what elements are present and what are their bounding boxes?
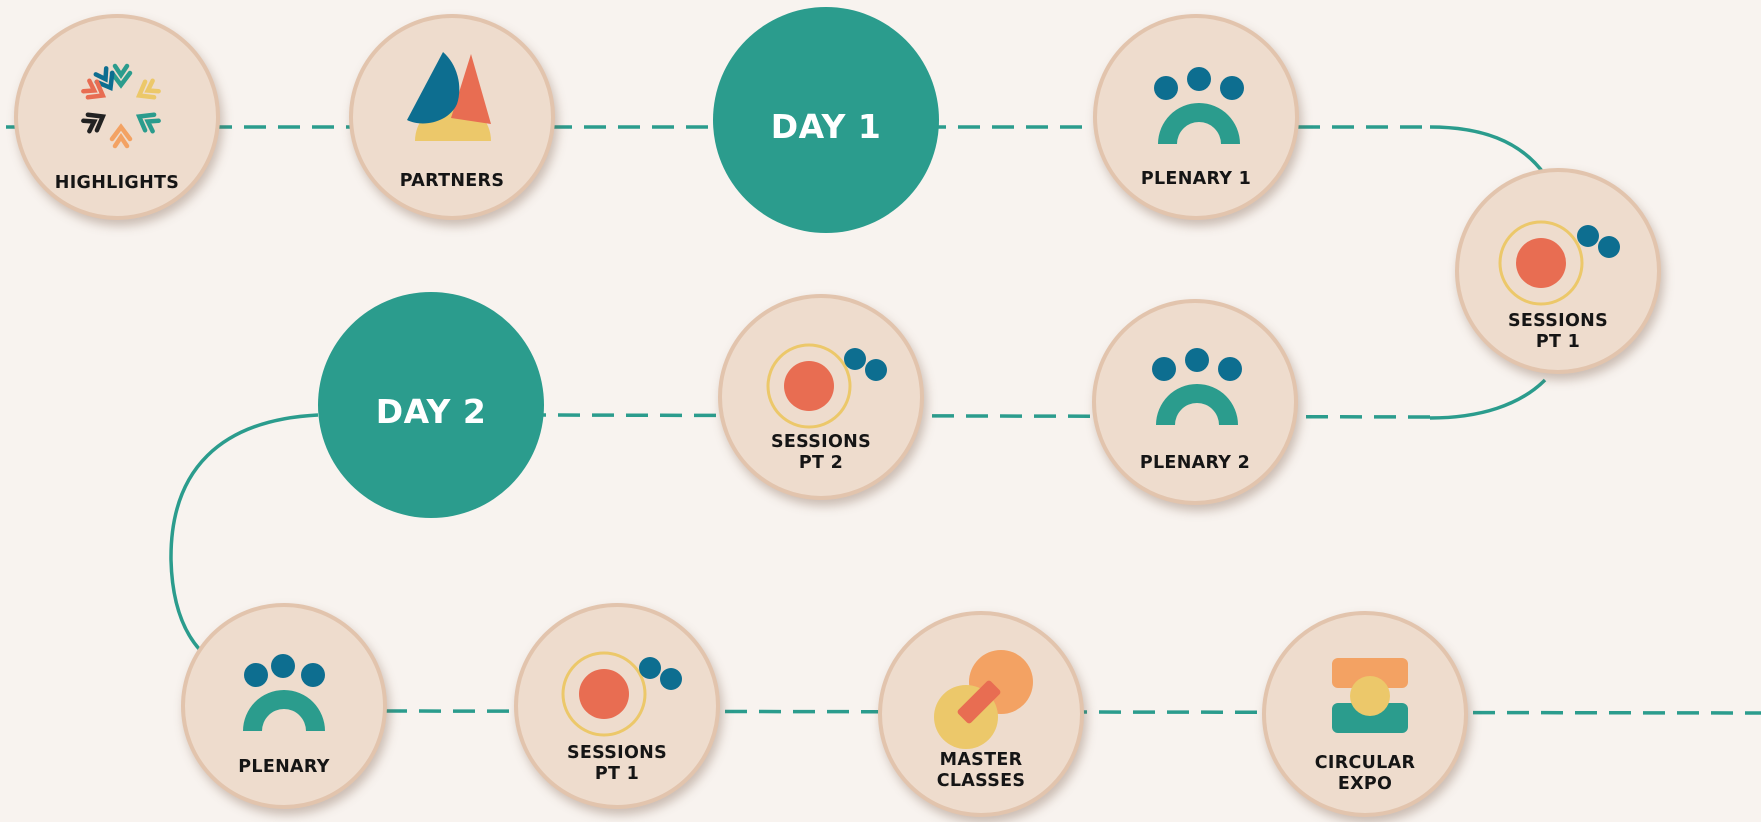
orbit-dots-icon	[1498, 220, 1620, 306]
curve-connector	[169, 413, 319, 652]
star-burst-logo-icon	[81, 63, 161, 149]
plenary-label-day2: PLENARY	[238, 757, 330, 777]
plenary-1-label: PLENARY 1	[1140, 169, 1252, 189]
master-classes-node[interactable]: MASTER CLASSES	[878, 611, 1084, 817]
partners-label: PARTNERS	[399, 171, 505, 191]
sessions-pt1-label-day1: SESSIONS PT 1	[1507, 311, 1609, 352]
master-classes-label: MASTER CLASSES	[936, 750, 1026, 791]
day-1-badge[interactable]: DAY 1	[713, 7, 939, 233]
sessions-pt1-node-day2[interactable]: SESSIONS PT 1	[514, 603, 720, 809]
highlights-label: HIGHLIGHTS	[54, 173, 180, 193]
day-2-badge[interactable]: DAY 2	[318, 292, 544, 518]
plenary-2-node[interactable]: PLENARY 2	[1092, 299, 1298, 505]
circular-expo-label: CIRCULAR EXPO	[1314, 753, 1416, 794]
plenary-node-day2[interactable]: PLENARY	[181, 603, 387, 809]
circular-expo-node[interactable]: CIRCULAR EXPO	[1262, 611, 1468, 817]
linked-circles-icon	[934, 650, 1033, 749]
sessions-pt2-label: SESSIONS PT 2	[770, 432, 872, 473]
plenary-2-label: PLENARY 2	[1139, 453, 1251, 473]
people-arch-icon	[1152, 348, 1242, 425]
curve-connector	[1429, 125, 1547, 177]
overlapping-shapes-icon	[407, 52, 491, 141]
plenary-1-node[interactable]: PLENARY 1	[1093, 14, 1299, 220]
day-2-label: DAY 2	[375, 391, 487, 431]
sessions-pt1-node-day1[interactable]: SESSIONS PT 1	[1455, 168, 1661, 374]
curve-connector	[1429, 378, 1547, 420]
stacked-blocks-icon	[1332, 658, 1408, 733]
sessions-pt1-label-day2: SESSIONS PT 1	[566, 743, 668, 784]
people-arch-icon	[1154, 67, 1244, 144]
orbit-dots-icon	[561, 651, 682, 737]
day-1-label: DAY 1	[770, 106, 882, 146]
partners-node[interactable]: PARTNERS	[349, 14, 555, 220]
orbit-dots-icon	[766, 343, 887, 429]
people-arch-icon	[243, 654, 325, 731]
highlights-node[interactable]: HIGHLIGHTS	[14, 14, 220, 220]
sessions-pt2-node[interactable]: SESSIONS PT 2	[718, 294, 924, 500]
